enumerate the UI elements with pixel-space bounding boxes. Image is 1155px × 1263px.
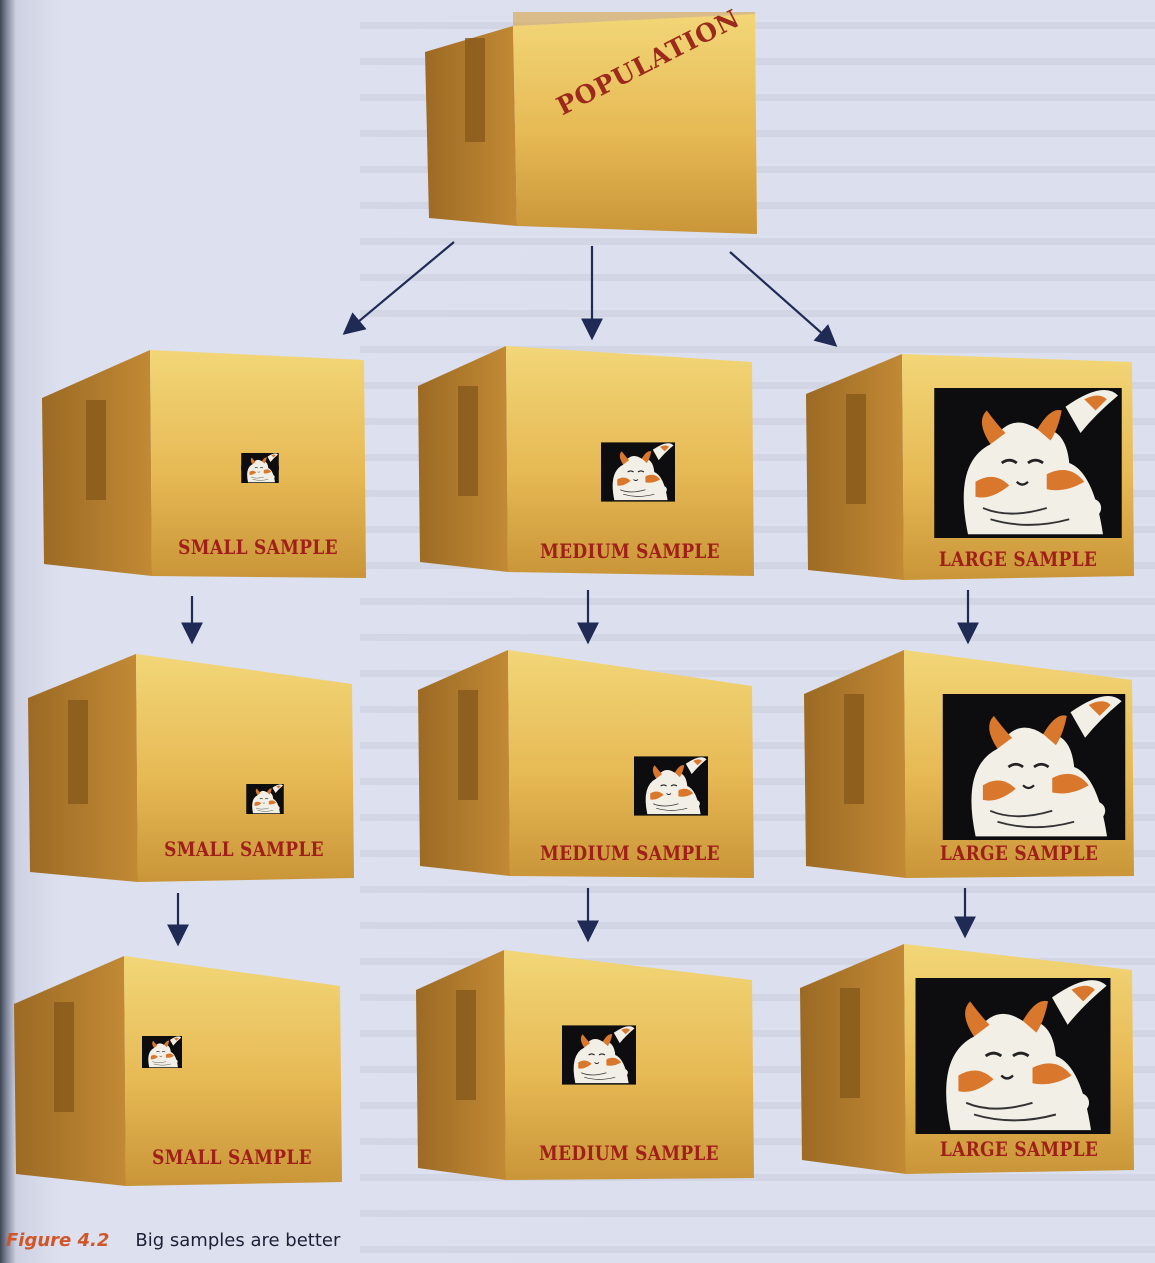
small-sample-label-row2: SMALL SAMPLE	[164, 838, 324, 862]
cat-peek-medium-row3	[562, 1025, 636, 1084]
large-sample-label-row3: LARGE SAMPLE	[939, 1138, 1099, 1162]
small-sample-label-row1: SMALL SAMPLE	[178, 536, 338, 560]
medium-sample-label-row1: MEDIUM SAMPLE	[540, 540, 720, 564]
cat-peek-small-row3	[142, 1036, 182, 1068]
cat-peek-small-row1	[241, 453, 279, 483]
cat-peek-small-row2	[246, 784, 284, 814]
cat-peek-medium-row1	[601, 442, 675, 501]
cat-peek-large-row2	[943, 694, 1126, 840]
small-sample-box-row1: SMALL SAMPLE	[42, 350, 367, 580]
arrow-population-to-large	[729, 251, 838, 347]
arrow-population-to-small	[342, 241, 455, 335]
large-sample-label-row2: LARGE SAMPLE	[939, 842, 1099, 866]
medium-sample-label-row2: MEDIUM SAMPLE	[540, 842, 720, 866]
small-sample-box-row3: SMALL SAMPLE	[14, 956, 344, 1190]
large-sample-box-row3: LARGE SAMPLE	[800, 944, 1134, 1180]
small-sample-label-row3: SMALL SAMPLE	[152, 1146, 312, 1170]
figure-number: Figure 4.2	[6, 1230, 110, 1251]
caption-text: Big samples are better	[135, 1230, 341, 1251]
population-box: POPULATION	[425, 4, 760, 240]
large-sample-label-row1: LARGE SAMPLE	[938, 548, 1098, 572]
medium-sample-box-row1: MEDIUM SAMPLE	[418, 346, 754, 582]
large-sample-box-row1: LARGE SAMPLE	[806, 354, 1134, 584]
medium-sample-box-row3: MEDIUM SAMPLE	[416, 950, 754, 1186]
cat-peek-medium-row2	[634, 756, 708, 815]
medium-sample-box-row2: MEDIUM SAMPLE	[418, 650, 754, 886]
medium-sample-label-row3: MEDIUM SAMPLE	[539, 1142, 719, 1166]
large-sample-box-row2: LARGE SAMPLE	[804, 650, 1134, 886]
cat-peek-large-row3	[916, 978, 1111, 1134]
cat-peek-large-row1	[934, 388, 1122, 538]
small-sample-box-row2: SMALL SAMPLE	[28, 654, 356, 886]
figure-caption: Figure 4.2 Big samples are better	[6, 1230, 340, 1252]
